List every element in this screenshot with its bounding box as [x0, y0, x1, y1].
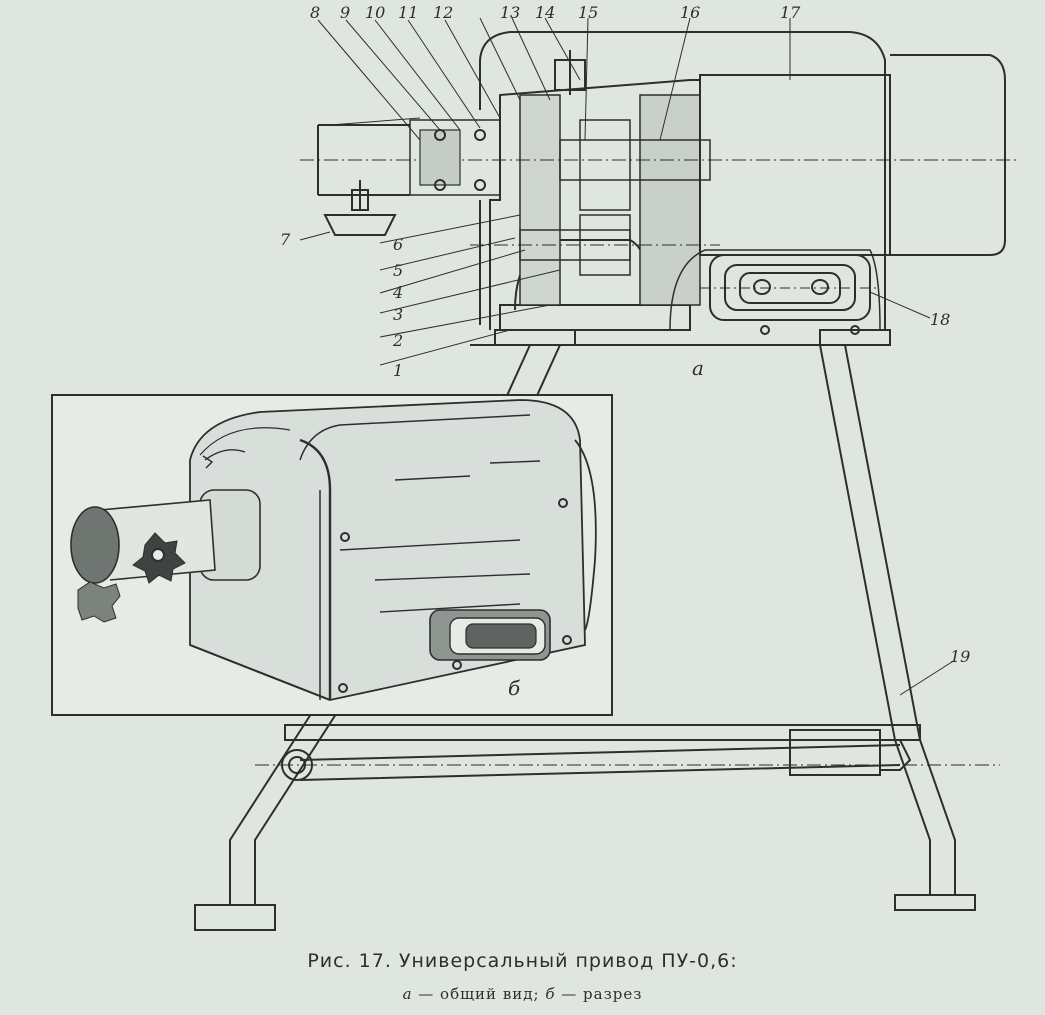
stand-frame [194, 344, 1000, 931]
callout-19: 19 [950, 647, 970, 666]
view-label-a: а [692, 356, 704, 380]
callout-3: 3 [393, 305, 403, 324]
callout-7: 7 [280, 230, 291, 249]
callout-12: 12 [433, 3, 453, 22]
callout-18: 18 [930, 310, 950, 329]
callout-17: 17 [780, 3, 801, 22]
general-view-inset [51, 394, 613, 716]
callout-15: 15 [578, 3, 598, 22]
caption-text-b: — разрез [555, 985, 643, 1003]
leader-lines [299, 17, 956, 696]
caption-letter-b: б [545, 985, 556, 1003]
callout-11: 11 [398, 3, 418, 22]
callout-8: 8 [310, 3, 320, 22]
callout-2: 2 [392, 331, 403, 350]
sectional-view [300, 31, 1020, 346]
caption-text-a: — общий вид; [412, 985, 546, 1003]
callout-9: 9 [340, 3, 350, 22]
callout-13: 13 [500, 3, 520, 22]
callout-1: 1 [393, 361, 403, 380]
callout-5: 5 [393, 261, 403, 280]
callout-4: 4 [392, 283, 403, 302]
caption-letter-a: а [402, 985, 413, 1003]
figure-caption: Рис. 17. Универсальный привод ПУ-0,6: [307, 950, 738, 972]
callout-16: 16 [680, 3, 700, 22]
view-label-b: б [508, 676, 521, 700]
callout-10: 10 [365, 3, 385, 22]
figure-caption-legend: а — общий вид; б — разрез [0, 985, 1045, 1003]
callout-6: 6 [393, 235, 403, 254]
callout-labels: 1 2 3 4 5 6 7 8 9 10 11 12 13 14 15 16 1… [280, 3, 970, 700]
callout-14: 14 [535, 3, 555, 22]
